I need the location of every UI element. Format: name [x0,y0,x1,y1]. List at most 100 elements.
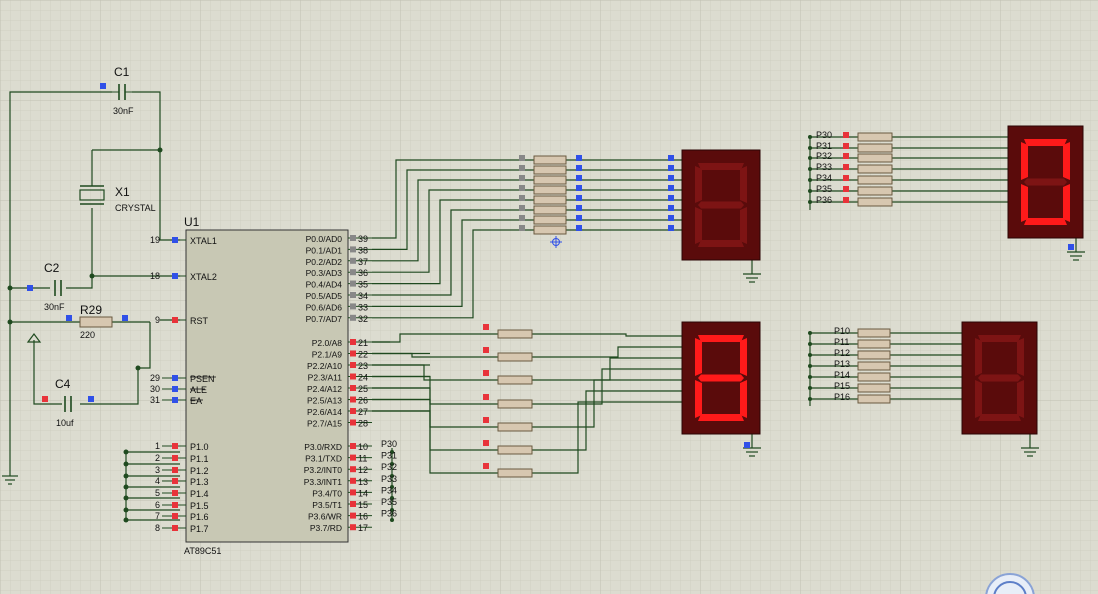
resistor [857,372,891,382]
pin-marker [519,195,525,201]
resistor [497,329,533,339]
resistor [857,143,893,153]
pin-marker [519,185,525,191]
mcu-pin-name: P0.5/AD5 [306,291,343,301]
resistor [533,205,567,215]
mcu-pin-number: 26 [358,396,368,406]
capacitor-c4[interactable]: C4 10uf [42,377,94,428]
segment-f [1021,142,1028,180]
mcu-pin-number: 19 [150,235,160,245]
segment-e [1021,184,1028,222]
pin-marker [172,237,178,243]
pin-marker [172,397,178,403]
segment-c [740,380,747,418]
pin-marker [576,215,582,221]
wire [372,189,534,273]
mcu-pin-number: 39 [358,234,368,244]
resistor [533,155,567,165]
mcu-pin-name: P2.7/A15 [307,419,342,429]
mcu-pin-number: 8 [155,523,160,533]
corner-widget-button[interactable] [985,573,1035,594]
display-1[interactable] [681,149,761,261]
segment-f [695,166,702,203]
segment-g [698,201,744,209]
junction-dot [808,200,812,204]
mcu-pin-name: PSEN [190,374,215,384]
pin-marker [668,175,674,181]
resistor-r29[interactable]: R29 220 [66,303,128,340]
capacitor-c2[interactable]: C2 30nF [27,261,65,312]
resistor [857,328,891,338]
net-label-p1: P11 [834,337,849,347]
junction-dot [808,146,812,150]
display-2[interactable] [681,321,761,435]
capacitor-c1[interactable]: C1 30nF [100,65,134,116]
mcu-pin-name: P3.4/T0 [312,488,342,498]
mcu-pin-name: P2.4/A12 [307,384,342,394]
mcu-pin-name: P3.1/TXD [305,454,342,464]
pin-marker [172,525,178,531]
wire [372,219,534,307]
mcu-pin-number: 13 [358,477,368,487]
mcu-pin-number: 30 [150,384,160,394]
mcu-pin-number: 32 [358,314,368,324]
net-label-p1: P10 [834,326,850,336]
pin-marker [172,375,178,381]
mcu-pin-name: P3.6/WR [308,512,342,522]
pin-marker [350,454,356,461]
resistor [533,195,567,205]
resistor [857,186,893,196]
display-3[interactable] [1007,125,1084,239]
crystal-x1[interactable]: X1 CRYSTAL [79,185,156,213]
pin-marker [519,175,525,181]
pin-marker [576,155,582,161]
pin-marker [350,489,356,496]
mcu-pin-number: 6 [155,500,160,510]
pin-marker [519,155,525,161]
segment-g [978,374,1021,382]
mcu-pin-number: 17 [358,523,368,533]
net-label-p3-display: P34 [816,173,832,183]
pin-marker [576,225,582,231]
pin-marker [172,317,178,323]
pin-marker [843,132,849,138]
mcu-pin-name: P3.3/INT1 [304,477,343,487]
wire [372,199,534,285]
mcu-pin-number: 21 [358,338,368,348]
wire [372,179,534,262]
mcu-pin-name: P2.0/A8 [312,338,343,348]
mcu-pin-number: 3 [155,465,160,475]
pin-marker [668,205,674,211]
wire [532,401,682,474]
net-label-p3-display: P31 [816,141,832,151]
mcu-pin-number: 5 [155,488,160,498]
mcu-pin-number: 25 [358,384,368,394]
pin-marker [350,280,356,287]
net-label-p3: P36 [381,509,397,519]
net-label-p3: P32 [381,462,397,472]
mcu-pin-name: P2.5/A13 [307,396,342,406]
segment-a [1024,139,1067,146]
mcu-pin-number: 4 [155,476,160,486]
mcu-pin-name: P3.0/RXD [304,442,342,452]
mcu-pin-name: P2.2/A10 [307,361,342,371]
mcu-pin-number: 28 [358,419,368,429]
display-4[interactable] [961,321,1038,435]
pin-marker [843,164,849,170]
segment-d [698,240,744,247]
mcu-pin-name: P1.5 [190,501,209,511]
pin-marker [350,419,356,426]
mcu-pin-name: ALE [190,385,207,395]
mcu-pin-number: 9 [155,315,160,325]
overbar-marks [190,376,216,401]
mcu-pin-number: 10 [358,442,368,452]
pin-marker [66,315,72,321]
pin-marker [576,195,582,201]
x1-ref-label: X1 [115,185,130,199]
bus-wiring [372,136,1085,474]
mcu-pin-name: XTAL2 [190,272,217,282]
c1-ref-label: C1 [114,65,130,79]
segment-g [698,374,744,382]
